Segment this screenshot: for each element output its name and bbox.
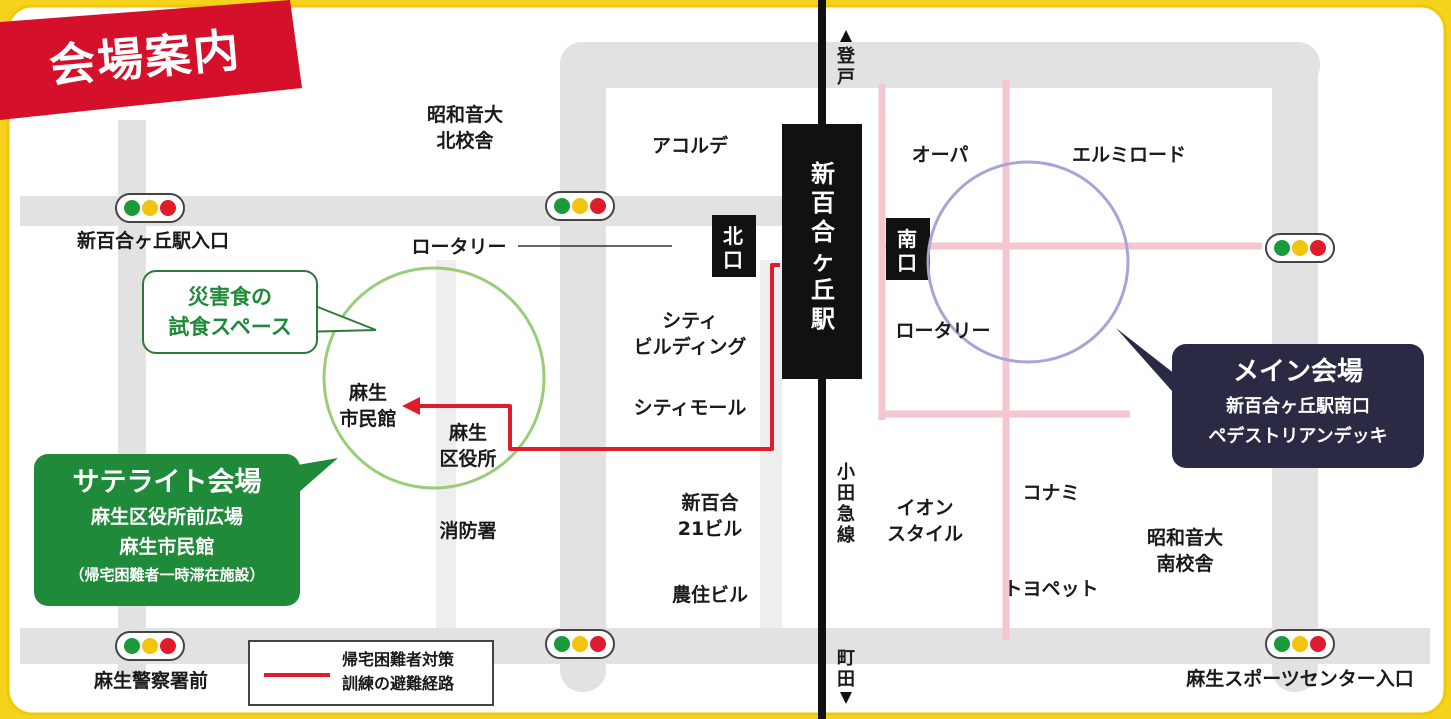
place-police: 麻生警察署前 [93,670,208,692]
south-exit-block [886,218,930,280]
traffic-signal-icon [115,631,185,661]
satellite-line1: 麻生区役所前広場 [90,506,243,528]
main-line1: 新百合ヶ丘駅南口 [1226,396,1370,417]
place-rotary-south: ロータリー [895,320,991,342]
arrow-up-icon [840,30,852,42]
traffic-signal-icon [1265,233,1335,263]
place-acorde: アコルデ [651,135,728,157]
arrow-down-icon [840,692,852,704]
north-exit-label: 北口 [723,224,743,272]
railway-line-label: 小田急線 [837,462,855,546]
road-small-vertical [436,260,456,630]
place-showa-north: 昭和音大 北校舎 [426,104,503,152]
place-nouju: 農住ビル [671,584,748,606]
place-station-entrance: 新百合ヶ丘駅入口 [76,230,229,252]
road-bottom-horizontal [20,628,1430,664]
station-block [782,124,862,379]
traffic-signal-icon [1265,629,1335,659]
place-aeon: イオン スタイル [886,497,963,545]
station-name: 新百合ヶ丘駅 [811,160,835,333]
traffic-signal-icon [115,193,185,223]
north-exit-block [712,215,756,277]
south-exit-label: 南口 [897,227,917,275]
satellite-line3: （帰宅困難者一時滞在施設） [69,566,265,584]
satellite-heading: サテライト会場 [72,467,262,498]
place-civic-hall: 麻生 市民館 [339,382,397,430]
route-legend: 帰宅困難者対策 訓練の避難経路 [248,640,494,706]
place-sports-center: 麻生スポーツセンター入口 [1186,668,1414,690]
legend-route-swatch [264,673,330,677]
main-venue-callout: メイン会場 新百合ヶ丘駅南口 ペデストリアンデッキ [1172,344,1424,468]
title-banner-shape [0,0,302,120]
satellite-line2: 麻生市民館 [119,536,215,558]
evacuation-route [416,263,780,451]
tasting-line2: 試食スペース [168,315,292,339]
place-fire-station: 消防署 [439,520,497,542]
traffic-signal-icon [545,629,615,659]
tasting-space-callout: 災害食の 試食スペース [142,270,318,354]
place-city-building: シティ ビルディング [633,310,747,358]
tasting-line1: 災害食の [188,285,272,309]
place-opa: オーパ [911,144,969,166]
place-shinyuri21: 新百合 21ビル [677,492,743,540]
main-heading: メイン会場 [1232,357,1363,387]
place-showa-south: 昭和音大 南校舎 [1146,527,1223,575]
main-area-circle [926,160,1130,364]
main-callout-tail [1116,328,1180,400]
place-toyopet: トヨペット [1003,578,1099,600]
up-direction-label: 登戸 [837,46,855,88]
traffic-signal-icon [545,191,615,221]
satellite-area-circle [322,266,546,490]
road-top-horizontal [560,42,1320,88]
down-direction-label: 町田 [837,648,855,690]
place-rotary-north: ロータリー [411,236,507,258]
satellite-venue-callout: サテライト会場 麻生区役所前広場 麻生市民館 （帰宅困難者一時滞在施設） [34,454,300,606]
place-konami: コナミ [1022,482,1080,504]
map-background [6,4,1447,716]
road-left-vertical [560,42,606,692]
legend-text: 帰宅困難者対策 訓練の避難経路 [342,650,455,693]
place-city-mall: シティモール [633,397,747,419]
place-ward-office: 麻生 区役所 [439,422,497,470]
main-line2: ペデストリアンデッキ [1208,426,1388,447]
route-arrow-icon [402,397,420,415]
place-elmi-road: エルミロード [1071,144,1186,166]
